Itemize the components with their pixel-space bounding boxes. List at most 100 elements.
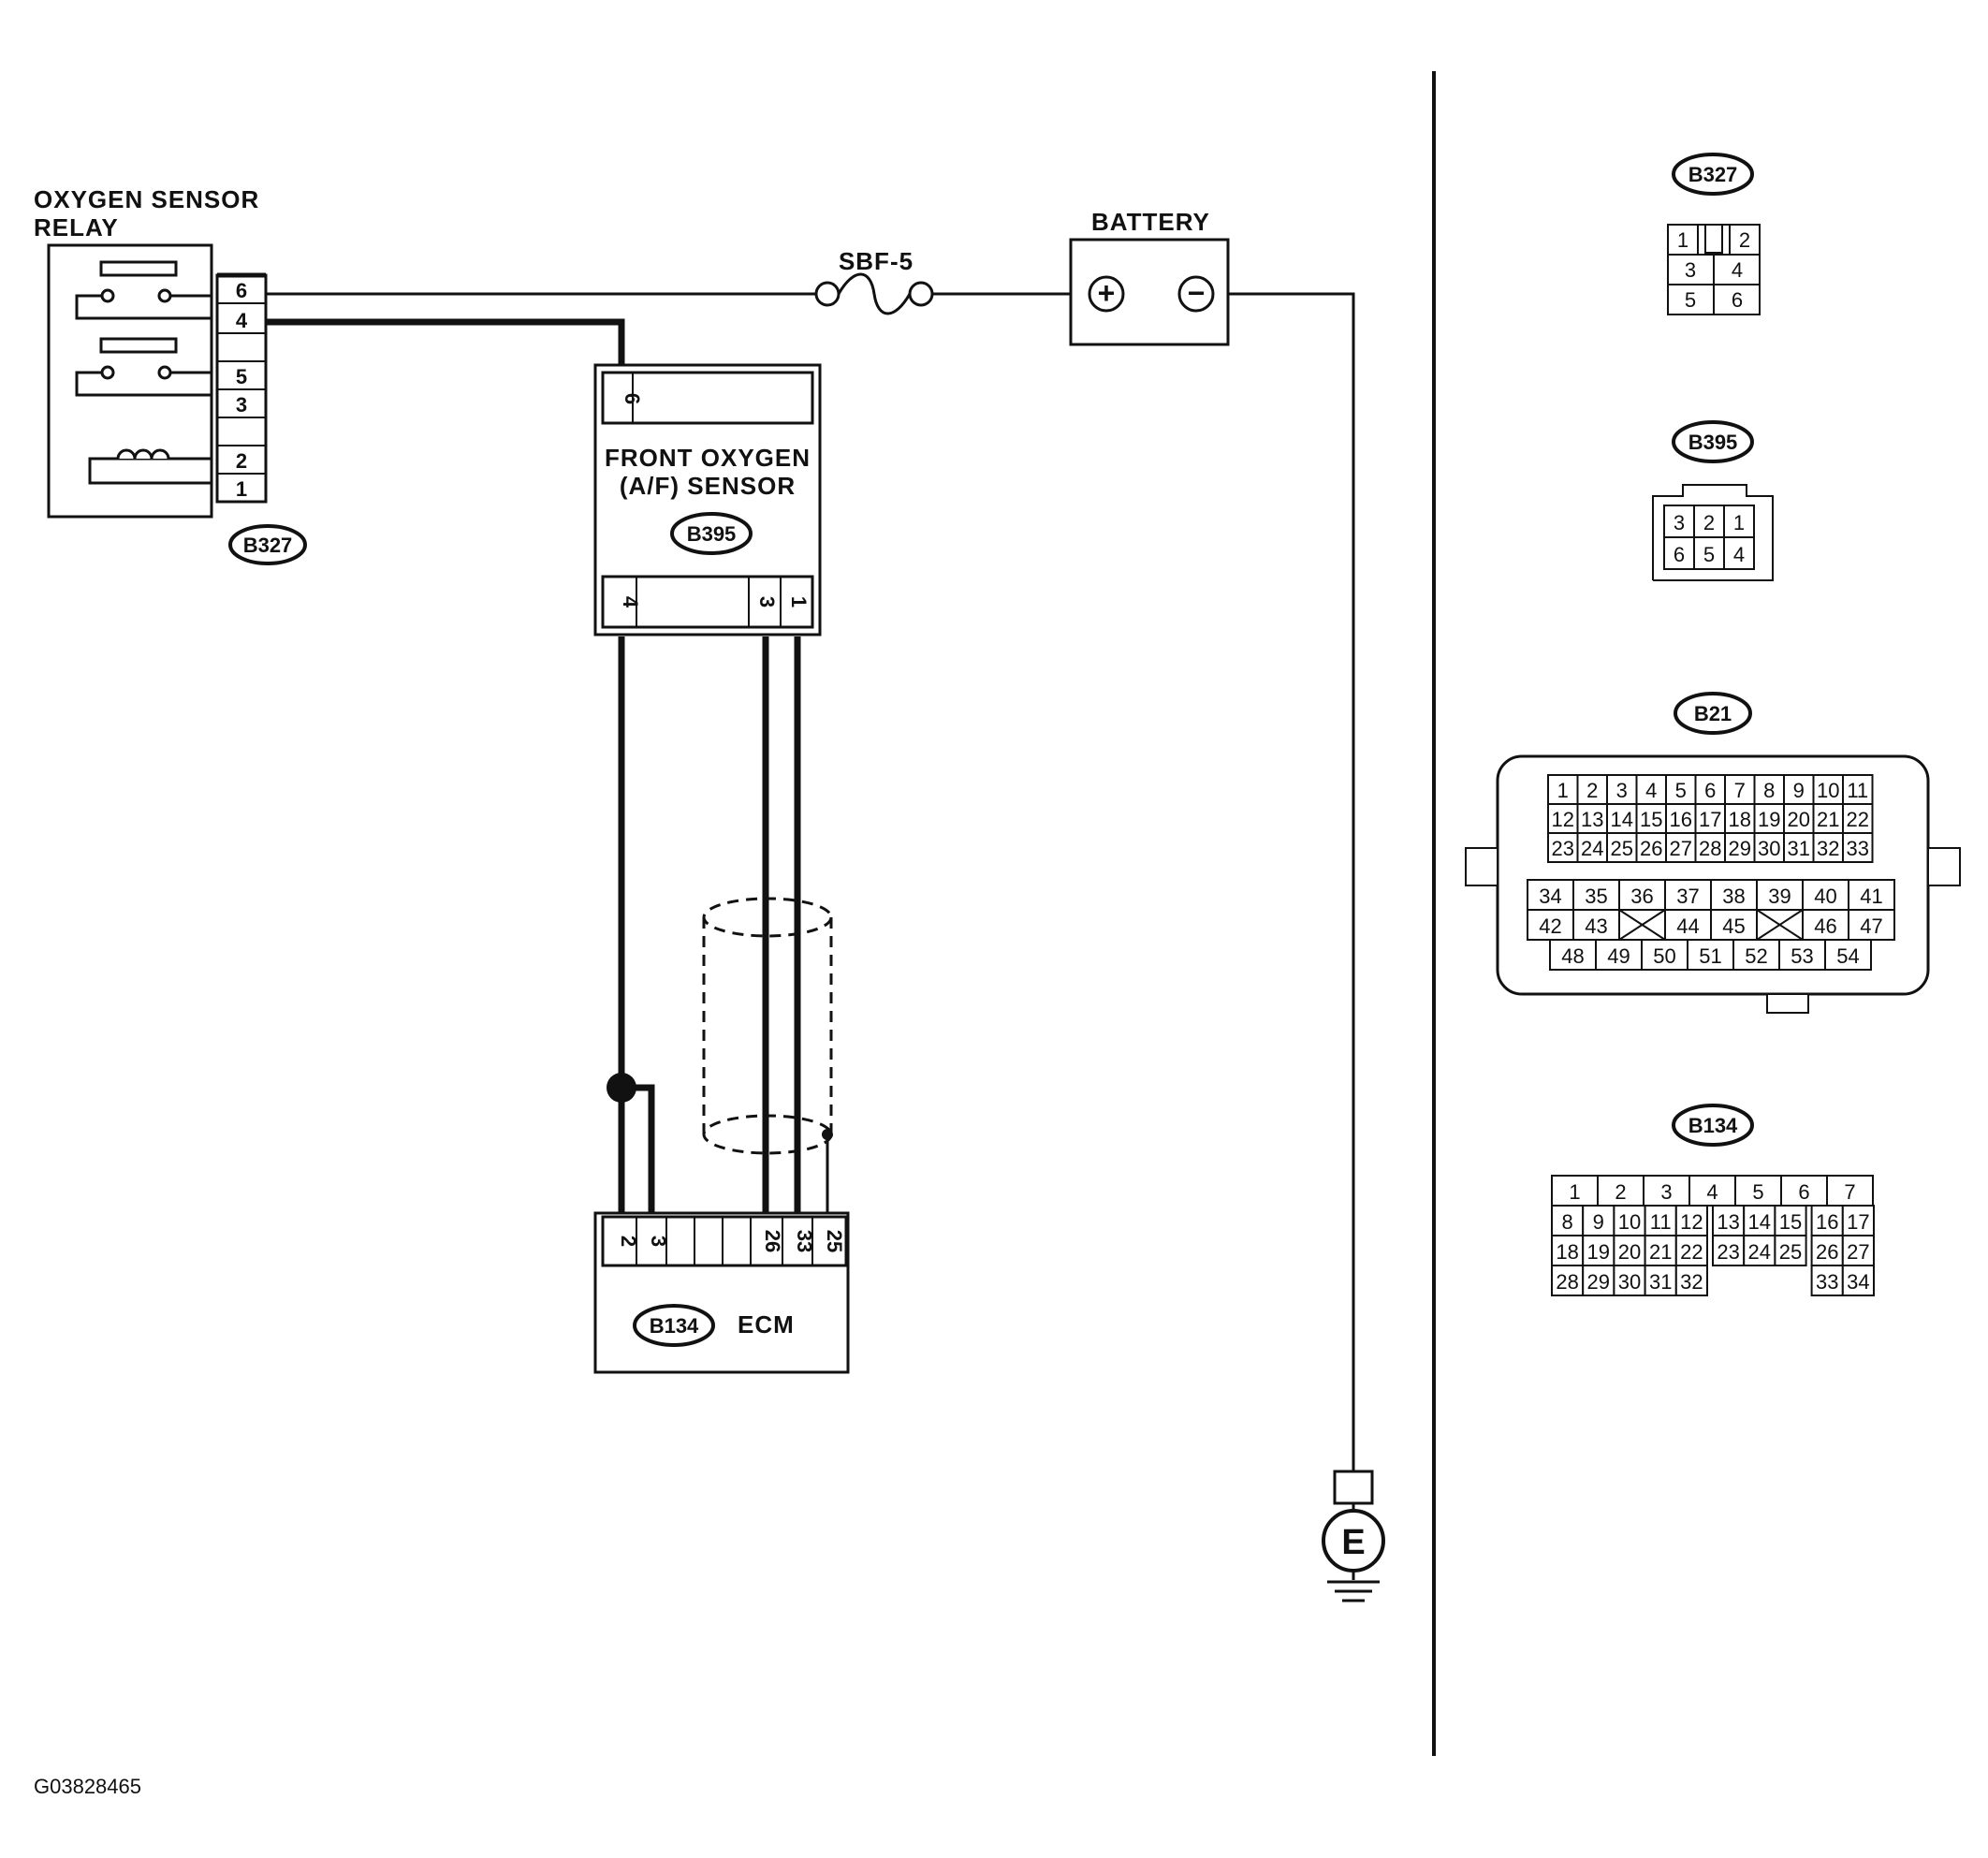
- connector-view-b327: B327 1 2 3 4 5 6: [1667, 153, 1761, 315]
- pin-cell: [1743, 1235, 1776, 1266]
- svg-text:1: 1: [1677, 228, 1688, 252]
- relay-title-line1: OXYGEN SENSOR: [34, 185, 259, 213]
- pin-cell: [1576, 803, 1608, 834]
- svg-text:4: 4: [1733, 543, 1745, 566]
- relay-pin: 5: [236, 365, 247, 388]
- pin-number: 1: [1557, 779, 1569, 802]
- pin-cell: [1812, 803, 1844, 834]
- pin-number: 25: [1611, 837, 1633, 860]
- sensor-pin: 4: [619, 596, 642, 608]
- pin-number: 35: [1585, 885, 1607, 908]
- pin-number: 17: [1699, 808, 1721, 831]
- battery-positive-icon: [1088, 275, 1125, 313]
- pin-cell: [1572, 879, 1620, 911]
- pin-number: 11: [1650, 1210, 1672, 1234]
- coil-icon: [88, 448, 212, 485]
- pin-number: 20: [1618, 1240, 1641, 1264]
- pin-cell: [1606, 774, 1638, 805]
- pin-cell: [1783, 832, 1815, 863]
- relay-pin: 4: [236, 309, 248, 332]
- relay-pin: 1: [236, 477, 247, 501]
- oxygen-sensor-relay: OXYGEN SENSOR RELAY 6 4 5 3 2: [34, 185, 307, 565]
- pin-number: 40: [1814, 885, 1836, 908]
- shield-drain-dot: [822, 1129, 833, 1140]
- svg-text:+: +: [1098, 276, 1116, 310]
- pin-cell: [1613, 1265, 1646, 1296]
- pin-cell: [1753, 803, 1785, 834]
- sensor-pin: 1: [787, 596, 811, 607]
- pin-number: 20: [1788, 808, 1810, 831]
- relay-title-line2: RELAY: [34, 213, 119, 241]
- pin-number: 18: [1556, 1240, 1578, 1264]
- pin-cell: [1595, 939, 1643, 971]
- ground-label: E: [1341, 1523, 1365, 1562]
- pin-number: 7: [1734, 779, 1746, 802]
- svg-text:5: 5: [1685, 288, 1696, 312]
- ecm-label: ECM: [738, 1310, 795, 1339]
- pin-cell: [1783, 774, 1815, 805]
- ecm-pin: 25: [823, 1230, 846, 1252]
- sensor-pin: 6: [621, 393, 644, 404]
- svg-text:2: 2: [1739, 228, 1750, 252]
- svg-text:5: 5: [1703, 543, 1715, 566]
- pin-number: 46: [1814, 914, 1836, 938]
- diagram-code: G03828465: [34, 1775, 141, 1798]
- pin-number: 26: [1640, 837, 1662, 860]
- pin-number: 21: [1817, 808, 1839, 831]
- pin-number: 6: [1704, 779, 1716, 802]
- pin-number: 19: [1758, 808, 1780, 831]
- connector-view-b395: B395 3 2 1 6 5 4: [1652, 420, 1774, 581]
- pin-cell: [1606, 803, 1638, 834]
- pin-number: 6: [1798, 1180, 1809, 1204]
- pin-cell: [1664, 909, 1712, 941]
- svg-text:B395: B395: [687, 522, 737, 546]
- svg-text:B134: B134: [650, 1314, 699, 1338]
- pin-number: 22: [1680, 1240, 1703, 1264]
- svg-text:2: 2: [1703, 511, 1715, 534]
- pin-number: 25: [1779, 1240, 1802, 1264]
- pin-number: 39: [1768, 885, 1791, 908]
- relay-pin: 2: [236, 449, 247, 473]
- pin-number: 2: [1615, 1180, 1626, 1204]
- pin-number: 3: [1660, 1180, 1672, 1204]
- pin-cell: [1641, 939, 1688, 971]
- pin-number: 8: [1763, 779, 1775, 802]
- pin-number: 37: [1676, 885, 1699, 908]
- pin-cell: [1826, 1175, 1874, 1207]
- pin-number: 3: [1616, 779, 1628, 802]
- pin-cell: [1687, 939, 1734, 971]
- pin-cell: [1810, 1265, 1844, 1296]
- pin-number: 13: [1717, 1210, 1739, 1234]
- svg-text:4: 4: [1732, 258, 1743, 282]
- pin-number: 53: [1791, 944, 1813, 968]
- pin-cell: [1527, 909, 1574, 941]
- pin-number: 28: [1556, 1270, 1578, 1294]
- pin-number: 5: [1752, 1180, 1763, 1204]
- splice-dot: [607, 1073, 636, 1103]
- pin-cell: [1710, 909, 1758, 941]
- ecm-pin: 3: [647, 1236, 670, 1247]
- pin-cell: [1810, 1205, 1844, 1236]
- pin-number: 12: [1552, 808, 1574, 831]
- svg-text:6: 6: [1732, 288, 1743, 312]
- ecm-pin: 26: [761, 1230, 784, 1252]
- pin-number: 27: [1847, 1240, 1869, 1264]
- pin-cell: [1644, 1205, 1677, 1236]
- pin-number: 22: [1847, 808, 1869, 831]
- pin-number: 50: [1653, 944, 1675, 968]
- svg-text:3: 3: [1685, 258, 1696, 282]
- pin-number: 15: [1640, 808, 1662, 831]
- pin-number: 23: [1552, 837, 1574, 860]
- connector-tag: B21: [1674, 692, 1752, 735]
- pin-number: 12: [1680, 1210, 1703, 1234]
- relay-pin: 6: [236, 279, 247, 302]
- pin-number: 10: [1618, 1210, 1641, 1234]
- pin-cell: [1551, 1265, 1585, 1296]
- fuse-icon: [837, 272, 912, 315]
- pin-number: 4: [1645, 779, 1657, 802]
- pin-number: 34: [1847, 1270, 1869, 1294]
- pin-cell: [1841, 1235, 1876, 1266]
